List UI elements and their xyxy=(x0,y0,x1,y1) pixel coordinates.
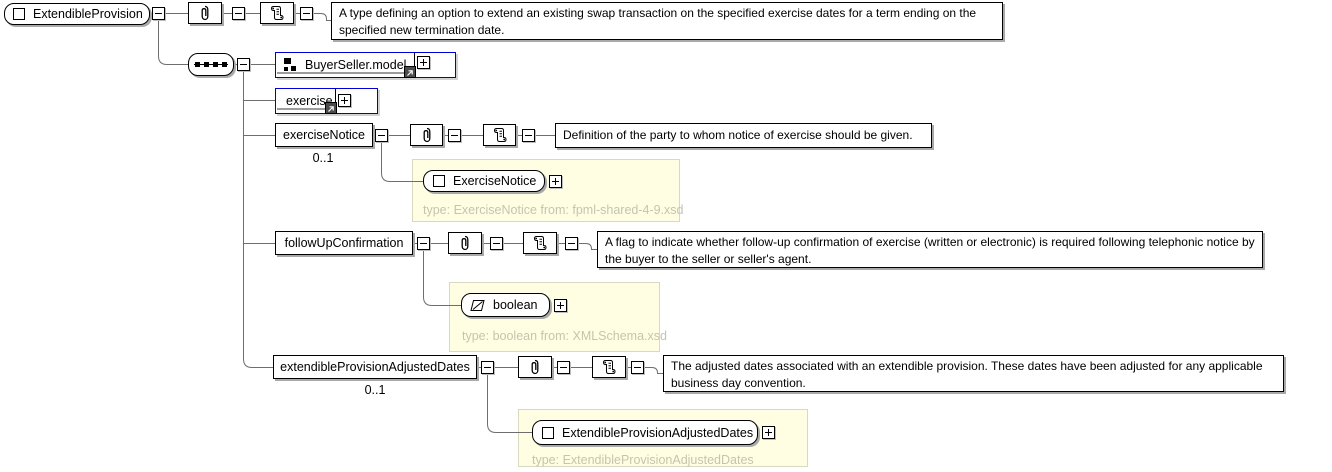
model-group-icon xyxy=(284,58,296,71)
annotation-text-root: A type defining an option to extend an e… xyxy=(331,2,1003,40)
node-exercise[interactable]: exercise xyxy=(275,88,378,114)
collapse-toggle[interactable] xyxy=(631,361,644,374)
paperclip-icon xyxy=(531,359,539,375)
goto-reference-icon[interactable] xyxy=(325,102,337,114)
collapse-toggle-root[interactable] xyxy=(152,7,165,20)
node-label: BuyerSeller.model xyxy=(305,58,407,72)
expand-toggle-exercise[interactable] xyxy=(338,94,351,107)
annotation-text-follow-up: A flag to indicate whether follow-up con… xyxy=(597,231,1263,268)
collapse-toggle[interactable] xyxy=(557,361,570,374)
documentation-iconbox xyxy=(260,2,294,24)
type-node-boolean[interactable]: boolean xyxy=(461,293,550,317)
type-node-extendible-provision-adjusted-dates[interactable]: ExtendibleProvisionAdjustedDates xyxy=(532,420,758,445)
annotation-text-exercise-notice: Definition of the party to whom notice o… xyxy=(555,123,932,148)
collapse-toggle[interactable] xyxy=(448,129,461,142)
reference-underline xyxy=(277,72,413,74)
cardinality-exercise-notice: 0..1 xyxy=(312,151,334,165)
divider xyxy=(414,53,415,68)
type-caption-extendible-dates: type: ExtendibleProvisionAdjustedDates xyxy=(532,453,754,467)
sequence-icon xyxy=(194,62,228,67)
collapse-toggle-sequence[interactable] xyxy=(237,58,250,71)
complex-type-icon xyxy=(542,426,554,439)
expand-toggle-type-boolean[interactable] xyxy=(554,299,567,312)
expand-toggle-type-extendible-dates[interactable] xyxy=(762,426,775,439)
paperclip-icon xyxy=(423,127,430,143)
annotation-iconbox xyxy=(188,2,222,24)
node-exercise-notice[interactable]: exerciseNotice xyxy=(275,123,373,147)
collapse-toggle-documentation[interactable] xyxy=(300,7,313,20)
annotation-iconbox xyxy=(448,232,482,254)
scroll-icon xyxy=(270,6,284,20)
collapse-toggle-extendible-dates[interactable] xyxy=(481,361,494,374)
documentation-iconbox xyxy=(483,124,516,146)
type-caption-boolean: type: boolean from: XMLSchema.xsd xyxy=(462,329,667,343)
node-follow-up-confirmation[interactable]: followUpConfirmation xyxy=(275,231,413,255)
cardinality-extendible-dates: 0..1 xyxy=(364,383,386,397)
node-label: ExtendibleProvision xyxy=(33,7,143,21)
annotation-iconbox xyxy=(410,124,443,146)
node-label: exerciseNotice xyxy=(283,128,365,142)
annotation-iconbox xyxy=(518,356,552,378)
annotation-text-extendible-dates: The adjusted dates associated with an ex… xyxy=(663,355,1284,392)
type-node-exercise-notice[interactable]: ExerciseNotice xyxy=(423,170,545,192)
scroll-icon xyxy=(602,360,616,374)
collapse-toggle-follow-up[interactable] xyxy=(417,237,430,250)
node-label: followUpConfirmation xyxy=(284,236,404,250)
node-label: exercise xyxy=(286,94,333,108)
collapse-toggle[interactable] xyxy=(522,129,535,142)
reference-underline xyxy=(277,108,333,110)
complex-type-icon xyxy=(13,8,25,20)
paperclip-icon xyxy=(201,5,209,21)
expand-toggle-type-exercise-notice[interactable] xyxy=(549,175,562,188)
type-caption-exercise-notice: type: ExerciseNotice from: fpml-shared-4… xyxy=(423,203,684,217)
collapse-toggle[interactable] xyxy=(565,237,578,250)
documentation-iconbox xyxy=(592,356,626,378)
goto-reference-icon[interactable] xyxy=(404,66,416,78)
sequence-compositor[interactable] xyxy=(188,53,234,76)
simple-type-icon xyxy=(470,299,485,311)
expand-toggle-buyer-seller-model[interactable] xyxy=(417,56,430,69)
documentation-iconbox xyxy=(523,232,557,254)
scroll-icon xyxy=(493,128,507,142)
collapse-toggle-exercise-notice[interactable] xyxy=(375,129,388,142)
node-extendible-provision[interactable]: ExtendibleProvision xyxy=(4,3,150,25)
node-label: extendibleProvisionAdjustedDates xyxy=(280,360,470,374)
divider xyxy=(335,89,336,104)
collapse-toggle[interactable] xyxy=(490,237,503,250)
scroll-icon xyxy=(533,236,547,250)
node-extendible-provision-adjusted-dates[interactable]: extendibleProvisionAdjustedDates xyxy=(273,355,477,379)
paperclip-icon xyxy=(461,235,469,251)
complex-type-icon xyxy=(433,175,445,187)
collapse-toggle-annotation[interactable] xyxy=(232,7,245,20)
